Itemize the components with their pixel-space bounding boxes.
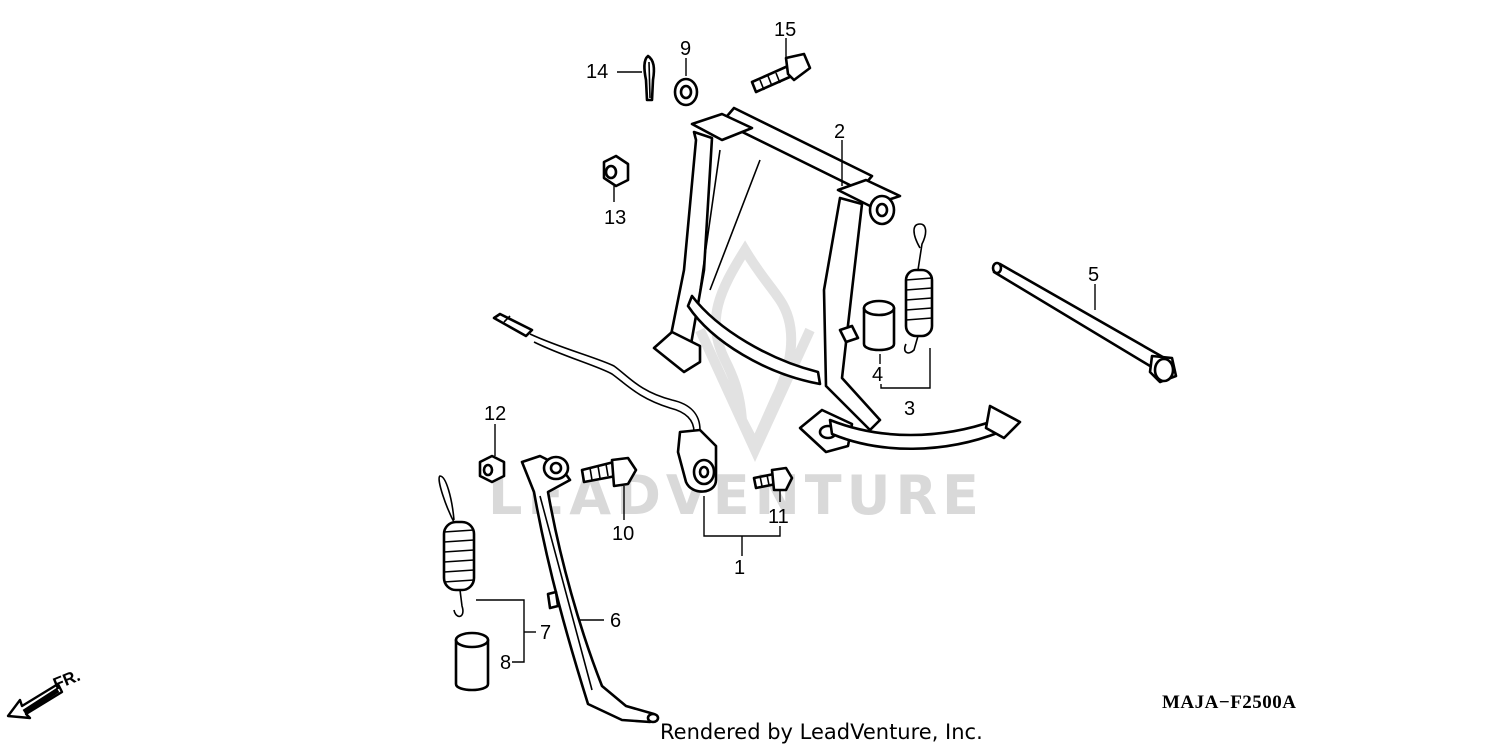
watermark: LEADVENTURE [488,240,984,527]
callout-8[interactable]: 8 [500,652,511,674]
callout-2[interactable]: 2 [834,121,845,143]
watermark-text: LEADVENTURE [488,464,984,527]
cotter-pin[interactable] [643,54,656,102]
bolt-15[interactable] [750,52,812,94]
bolt-11[interactable] [752,466,794,492]
callout-13[interactable]: 13 [604,207,626,229]
main-stand[interactable] [652,106,1022,454]
callout-6[interactable]: 6 [610,610,621,632]
side-stand-collar[interactable] [454,631,490,692]
callout-4[interactable]: 4 [872,364,883,386]
callout-9[interactable]: 9 [680,38,691,60]
callout-5[interactable]: 5 [1088,264,1099,286]
main-stand-collar[interactable] [862,299,896,352]
callout-15[interactable]: 15 [774,19,796,41]
washer[interactable] [673,77,699,107]
pivot-shaft[interactable] [991,261,1178,384]
side-stand[interactable] [520,454,660,724]
nut-13[interactable] [602,154,630,188]
callout-11[interactable]: 11 [768,506,789,528]
callout-3[interactable]: 3 [904,398,915,420]
side-stand-switch[interactable] [492,312,718,493]
nut-12[interactable] [478,454,506,484]
bolt-10[interactable] [580,456,638,488]
callout-7[interactable]: 7 [540,622,551,644]
front-direction-arrow: FR. [6,666,83,720]
side-stand-spring[interactable] [438,475,476,618]
render-caption: Rendered by LeadVenture, Inc. [660,720,983,744]
callout-1[interactable]: 1 [734,557,745,579]
arrow-icon [6,682,64,720]
callout-10[interactable]: 10 [612,523,634,545]
callout-12[interactable]: 12 [484,403,506,425]
main-stand-spring[interactable] [903,223,934,354]
callout-14[interactable]: 14 [586,61,608,83]
diagram-code: MAJA−F2500A [1162,692,1297,713]
front-direction-label: FR. [50,666,83,694]
